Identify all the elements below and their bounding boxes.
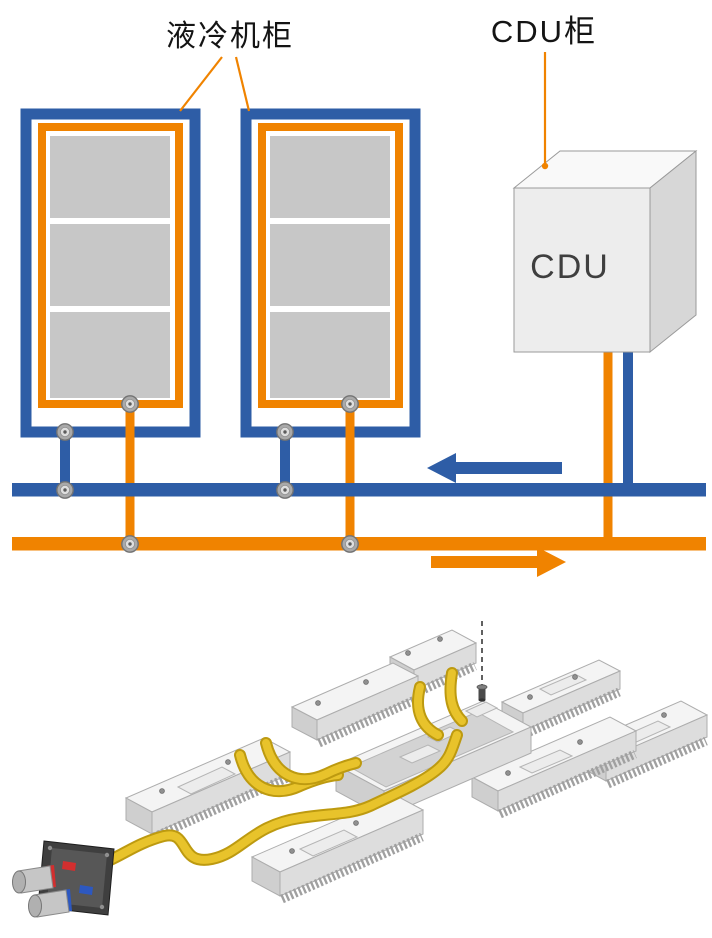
- heatsink-fins: [606, 736, 708, 789]
- module-front-face: [497, 730, 637, 812]
- server-module-h: [470, 716, 638, 819]
- screw-icon: [476, 684, 488, 702]
- cold-port-mark: [79, 885, 93, 895]
- server-module-tray: [334, 700, 533, 818]
- liquid-cooling-cabinet-1: [20, 108, 201, 438]
- screw-head: [476, 684, 488, 690]
- cdu-box-label: CDU: [530, 248, 610, 286]
- pipe-valve-icon: [276, 481, 294, 499]
- screw-head-icon: [405, 650, 411, 656]
- screw-assembly-guide: [476, 621, 488, 702]
- server-module-d: [290, 662, 420, 748]
- cdu-cabinet-label: CDU柜: [490, 14, 598, 49]
- server-block: [270, 224, 390, 306]
- coupling-barrel-hot: [12, 865, 56, 894]
- hot-port-mark: [62, 861, 76, 871]
- pipe-valve-icon: [56, 481, 74, 499]
- piping-schematic: CDU: [12, 52, 706, 577]
- screw-head-icon: [353, 820, 359, 826]
- cabinet1-return-loop: [38, 123, 183, 408]
- cabinet1-supply-loop: [20, 108, 201, 438]
- cabinet-label-leader-line: [179, 56, 223, 112]
- pipe-valve-icon: [341, 535, 359, 553]
- cdu-box-front-face: [513, 187, 651, 353]
- pipe-valve-icon: [121, 535, 139, 553]
- arrow-right-icon: [431, 547, 566, 577]
- server-module-illustration: [12, 621, 709, 918]
- cabinet2-supply-loop: [240, 108, 421, 438]
- liquid-cooling-cabinet-2: [240, 108, 421, 438]
- server-module-g: [250, 794, 425, 904]
- arrow-left-icon: [427, 453, 562, 483]
- screw-head-icon: [315, 700, 321, 706]
- cabinet1-supply-drop-pipe: [60, 432, 70, 496]
- screw-head-icon: [289, 848, 295, 854]
- screw-head-icon: [104, 852, 110, 858]
- server-block: [270, 136, 390, 218]
- module-cover-plate: [518, 749, 574, 774]
- cdu-box: CDU: [512, 149, 698, 354]
- server-block: [50, 312, 170, 398]
- module-front-face: [279, 809, 424, 897]
- cdu-return-pipe: [603, 352, 613, 550]
- screw-tip: [478, 698, 486, 702]
- cabinet2-supply-drop-pipe: [280, 432, 290, 496]
- heatsink-fins: [152, 772, 291, 842]
- barrel-cap: [28, 894, 42, 918]
- coolant-hose: [446, 669, 466, 725]
- screw-shaft: [478, 687, 486, 700]
- pipe-valve-icon: [56, 423, 74, 441]
- screw-head-icon: [225, 759, 231, 765]
- heatsink-fins: [317, 694, 419, 748]
- screw-head-icon: [527, 694, 533, 700]
- pipe-valve-icon: [341, 395, 359, 413]
- pipe-valve-icon: [276, 423, 294, 441]
- coupling-barrel-cold: [28, 889, 72, 918]
- screw-head-icon: [47, 845, 53, 851]
- liquid-cooling-cabinet-label: 液冷机柜: [166, 20, 294, 53]
- module-cover-plate: [176, 766, 237, 795]
- tray-component: [398, 744, 442, 764]
- return-main-pipe: [12, 537, 706, 551]
- screw-head-icon: [661, 712, 667, 718]
- cabinet1-return-drop-pipe: [125, 404, 135, 550]
- screw-head-icon: [99, 904, 105, 910]
- screw-head-icon: [577, 739, 583, 745]
- screw-head-icon: [505, 770, 511, 776]
- cabinet2-return-loop: [258, 123, 403, 408]
- screw-standoff: [464, 701, 499, 718]
- quick-connector: [12, 840, 115, 918]
- cabinet2-return-drop-pipe: [345, 404, 355, 550]
- screw-head-icon: [363, 679, 369, 685]
- heatsink-fins: [498, 749, 637, 819]
- module-cover-plate: [298, 829, 359, 857]
- barrel-cap: [12, 870, 26, 894]
- main-coolant-hose: [104, 731, 461, 865]
- cdu-supply-pipe: [623, 352, 633, 496]
- screw-head-icon: [572, 674, 578, 680]
- supply-main-pipe: [12, 483, 706, 497]
- cdu-leader-dot: [541, 162, 549, 170]
- pipe-valve-icon: [121, 395, 139, 413]
- coolant-hose: [262, 739, 360, 784]
- heatsink-fins: [523, 687, 621, 739]
- server-block: [50, 224, 170, 306]
- screw-head-icon: [437, 636, 443, 642]
- coolant-hose: [414, 683, 442, 739]
- server-block: [270, 312, 390, 398]
- screw-head-icon: [159, 788, 165, 794]
- server-module-f: [124, 737, 292, 842]
- cabinet-label-leader-line: [234, 56, 251, 112]
- server-block: [50, 136, 170, 218]
- coolant-hoses: [102, 667, 468, 867]
- module-front-face: [605, 714, 708, 782]
